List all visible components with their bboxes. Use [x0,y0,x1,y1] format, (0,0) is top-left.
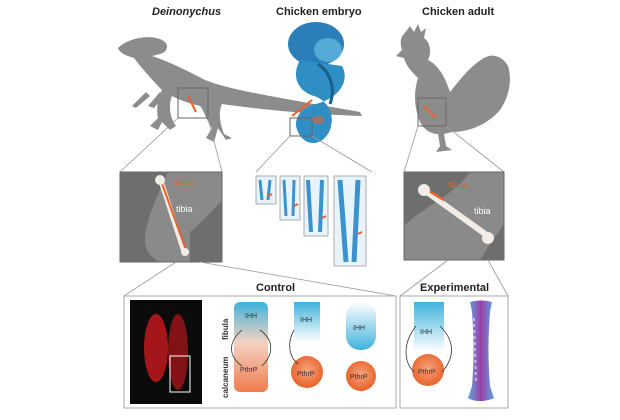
chicken-adult-silhouette [396,24,510,152]
ihh-label-exp: IHH [420,329,432,336]
ihh-label-2: IHH [300,317,312,324]
deinonychus-leg-inset [119,171,223,263]
adult-zoom-box [417,97,447,127]
experimental-schematic [405,302,452,386]
pthrp-label-2: PthrP [297,371,315,378]
embryo-bone-series [255,175,367,267]
axis-fibula-label: fibula [221,318,230,340]
ihh-label-3: IHH [353,325,365,332]
fluorescence-image [130,300,202,404]
deinonychus-silhouette [118,37,362,142]
left-fibula-label: fibula [174,179,194,188]
chicken-adult-title: Chicken adult [422,6,495,18]
zoom-lines-bottom [123,259,509,297]
axis-calcaneum-label: calcaneum [221,357,230,398]
chicken-leg-inset [403,171,505,261]
control-stage-2 [289,302,323,388]
adult-fibula-mark [423,105,437,119]
zoom-lines-top [119,117,505,173]
chicken-embryo [288,22,345,143]
ihh-label-1: IHH [245,313,257,320]
chicken-embryo-title: Chicken embryo [276,6,362,18]
deinonychus-zoom-box [177,87,209,119]
control-stage-3 [346,302,376,391]
pthrp-label-1: PthrP [240,367,258,374]
experimental-bone [468,300,494,401]
embryo-zoom-box [289,117,313,137]
experimental-title: Experimental [420,282,490,294]
left-tibia-label: tibia [176,204,193,214]
deinonychus-fibula-mark [187,95,197,113]
deinonychus-title: Deinonychus [152,6,222,18]
control-title: Control [256,282,296,294]
control-stage-1 [231,302,272,392]
right-fibula-label: fibula [448,181,468,190]
right-tibia-label: tibia [474,206,491,216]
pthrp-label-3: PthrP [350,374,368,381]
experimental-panel-frame [399,295,509,409]
pthrp-label-exp: PthrP [418,369,436,376]
control-panel-frame [123,295,397,409]
